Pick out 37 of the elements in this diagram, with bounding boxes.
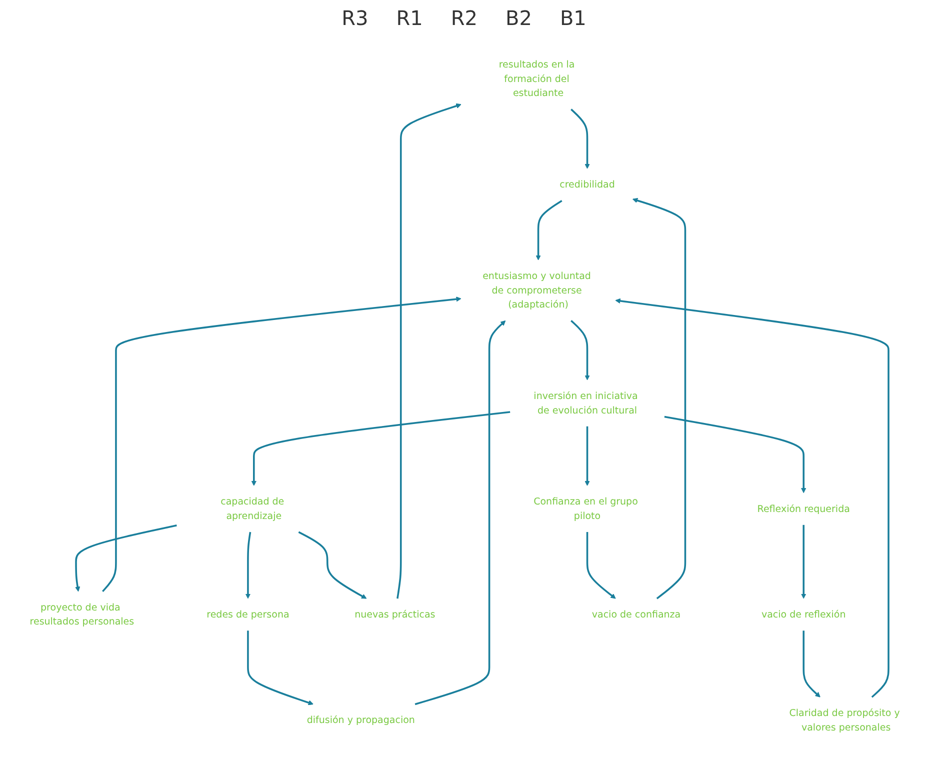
loop-label: B2 bbox=[505, 6, 532, 30]
loop-label: B1 bbox=[560, 6, 586, 30]
node-text: resultados en la formación del estudiante bbox=[498, 59, 575, 100]
arrow bbox=[615, 298, 890, 698]
arrow bbox=[632, 198, 686, 600]
arrow bbox=[245, 532, 252, 600]
arrow bbox=[664, 416, 806, 494]
arrow bbox=[396, 104, 462, 600]
node-text: vacio de confianza bbox=[592, 609, 681, 620]
node-text: difusión y propagacion bbox=[306, 714, 415, 726]
arrow bbox=[102, 296, 462, 592]
node-text: redes de persona bbox=[206, 609, 290, 620]
node-text: entusiasmo y voluntad de comprometerse (adaptación) bbox=[482, 270, 591, 310]
arrow bbox=[570, 320, 590, 381]
node-text: nuevas prácticas bbox=[354, 609, 436, 620]
arrow bbox=[586, 532, 616, 600]
loop-label: R2 bbox=[450, 6, 478, 30]
node-text: vacio de reflexión bbox=[761, 609, 846, 620]
loop-label: R1 bbox=[396, 6, 423, 30]
node-text: proyecto de vida resultados personales bbox=[30, 602, 134, 628]
arrow bbox=[802, 631, 820, 698]
arrow bbox=[251, 412, 510, 486]
arrow bbox=[801, 525, 806, 600]
node-text: Reflexión requerida bbox=[757, 503, 850, 515]
arrow bbox=[247, 631, 314, 706]
arrow bbox=[414, 320, 506, 706]
arrow bbox=[570, 109, 590, 170]
arrow bbox=[75, 524, 177, 592]
node-text: credibilidad bbox=[560, 179, 615, 190]
arrow bbox=[536, 200, 562, 261]
arrow bbox=[584, 426, 590, 486]
node-text: Claridad de propósito y valores personales bbox=[789, 708, 900, 734]
node-text: inversión en iniciativa de evolución cultural bbox=[534, 390, 638, 416]
node-text: capacidad de aprendizaje bbox=[220, 496, 284, 522]
arrow bbox=[298, 532, 367, 600]
loop-label: R3 bbox=[342, 6, 368, 30]
node-text: Confianza en el grupo piloto bbox=[534, 496, 638, 522]
